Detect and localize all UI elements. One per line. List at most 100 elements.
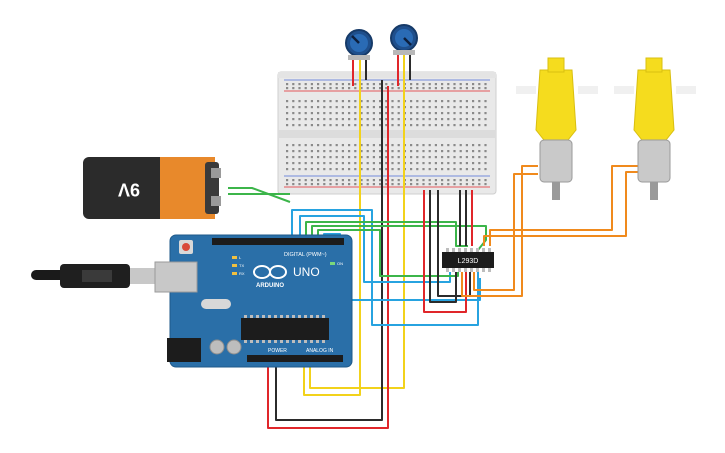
pin-hole [447, 87, 450, 90]
dc-motor-2[interactable] [614, 57, 696, 200]
pin-hole [459, 106, 462, 109]
pin-hole [286, 179, 289, 182]
pin-hole [447, 183, 450, 186]
pin-hole [323, 83, 326, 86]
pin-hole [434, 124, 437, 127]
driver-label: L293D [458, 258, 479, 265]
wire-yellow [303, 60, 361, 396]
pin-hole [458, 248, 461, 252]
pin-hole [310, 150, 313, 153]
pin-hole [397, 112, 400, 115]
pin-hole [379, 162, 382, 165]
pin-hole [416, 168, 419, 171]
pin-hole [476, 268, 479, 272]
pin-hole [360, 156, 363, 159]
pin-hole [317, 183, 320, 186]
pin-hole [379, 179, 382, 182]
pin-hole [434, 183, 437, 186]
pin-hole [323, 162, 326, 165]
pin-hole [317, 144, 320, 147]
arduino-uno-board[interactable]: UNO ARDUINO DIGITAL (PWM~) POWER ANALOG … [154, 234, 353, 368]
pin-hole [465, 183, 468, 186]
pin-hole [472, 118, 475, 121]
pin-hole [304, 315, 307, 318]
pin-hole [250, 340, 253, 343]
pin-hole [391, 87, 394, 90]
pin-hole [317, 168, 320, 171]
pin-hole [379, 87, 382, 90]
pin-hole [484, 118, 487, 121]
pin-hole [410, 168, 413, 171]
pin-hole [441, 112, 444, 115]
battery-9v[interactable]: 9V [83, 157, 221, 219]
pin-hole [391, 144, 394, 147]
pin-hole [379, 118, 382, 121]
pin-hole [286, 315, 289, 318]
pin-hole [422, 156, 425, 159]
pin-hole [478, 183, 481, 186]
pin-hole [329, 150, 332, 153]
pin-hole [354, 162, 357, 165]
pin-hole [286, 340, 289, 343]
pin-hole [434, 168, 437, 171]
pin-hole [397, 179, 400, 182]
pin-hole [434, 100, 437, 103]
pin-hole [478, 124, 481, 127]
dc-motor-1[interactable] [516, 57, 598, 200]
pin-hole [391, 112, 394, 115]
pin-hole [484, 156, 487, 159]
pin-hole [335, 150, 338, 153]
pin-hole [478, 162, 481, 165]
pin-hole [323, 150, 326, 153]
pin-hole [323, 156, 326, 159]
pin-hole [341, 179, 344, 182]
pin-hole [366, 183, 369, 186]
pin-hole [348, 168, 351, 171]
pin-hole [366, 179, 369, 182]
pin-hole [416, 156, 419, 159]
potentiometer-2[interactable] [390, 24, 418, 55]
pin-hole [329, 179, 332, 182]
pin-hole [310, 106, 313, 109]
pin-hole [434, 83, 437, 86]
pin-hole [335, 156, 338, 159]
pin-hole [280, 340, 283, 343]
pin-hole [397, 106, 400, 109]
pin-hole [441, 156, 444, 159]
pin-hole [360, 124, 363, 127]
pin-hole [447, 162, 450, 165]
pin-hole [410, 83, 413, 86]
pin-hole [366, 100, 369, 103]
usb-cable[interactable] [31, 264, 158, 288]
l293d-driver-chip[interactable]: L293D [442, 248, 494, 272]
tx-label: TX [239, 263, 244, 268]
pin-hole [410, 156, 413, 159]
pin-hole [459, 179, 462, 182]
pin-hole [410, 183, 413, 186]
pin-hole [354, 144, 357, 147]
pin-hole [310, 183, 313, 186]
pin-hole [484, 124, 487, 127]
pin-hole [335, 106, 338, 109]
motor-shaft [676, 86, 696, 94]
pin-hole [464, 268, 467, 272]
pin-hole [244, 315, 247, 318]
motor-can [539, 139, 573, 183]
potentiometer-1[interactable] [345, 29, 373, 60]
pin-hole [428, 106, 431, 109]
pin-hole [416, 144, 419, 147]
pin-hole [484, 106, 487, 109]
pin-hole [372, 150, 375, 153]
pin-hole [360, 118, 363, 121]
pin-hole [304, 118, 307, 121]
pin-hole [428, 179, 431, 182]
pin-hole [360, 83, 363, 86]
pin-hole [256, 340, 259, 343]
pin-hole [434, 106, 437, 109]
pin-hole [453, 179, 456, 182]
pin-hole [385, 87, 388, 90]
pin-hole [323, 168, 326, 171]
pin-hole [372, 106, 375, 109]
pin-hole [341, 183, 344, 186]
pin-hole [441, 124, 444, 127]
